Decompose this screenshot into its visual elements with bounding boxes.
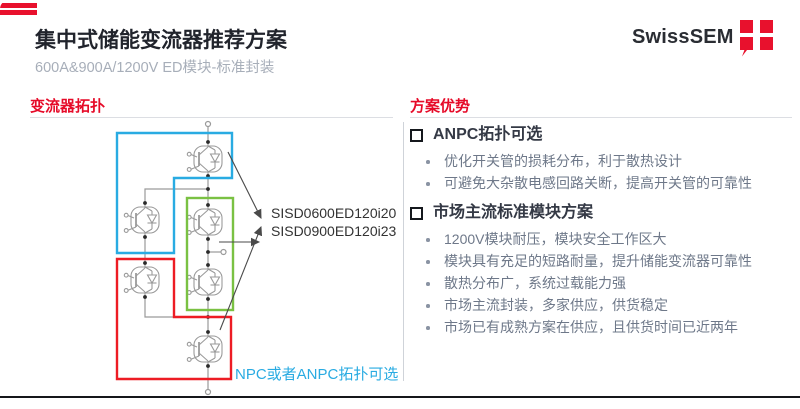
advantages-list: ANPC拓扑可选 优化开关管的损耗分布，利于散热设计 可避免大杂散电感回路关断，… [410, 122, 796, 338]
igbt-clamp-lower [123, 262, 160, 298]
square-bullet-icon [410, 128, 423, 142]
page-subtitle: 600A&900A/1200V ED模块-标准封装 [35, 60, 275, 76]
corner-flag-bar-bottom [0, 10, 37, 15]
swisssem-logo-text: SwissSEM [632, 26, 734, 48]
list-item: 散热分布广，系统过载能力强 [410, 272, 796, 294]
module-part-number-1: SISD0600ED120i20 [271, 205, 397, 221]
advantage-group-items: 优化开关管的损耗分布，利于散热设计 可避免大杂散电感回路关断，提高开关管的可靠性 [410, 150, 796, 194]
advantage-group-title: ANPC拓扑可选 [410, 124, 796, 146]
topology-note: NPC或者ANPC拓扑可选 [235, 366, 398, 383]
circuit-topology-diagram: SISD0600ED120i20 SISD0900ED120i23 NPC或者A… [80, 110, 400, 405]
red-group-outline [115, 257, 233, 381]
igbt-top [186, 141, 223, 177]
callout-arrows [219, 151, 263, 331]
advantages-heading-rule [410, 117, 792, 118]
advantages-section-heading: 方案优势 [410, 98, 471, 115]
list-item: 1200V模块耐压，模块安全工作区大 [410, 228, 796, 250]
advantage-group-items: 1200V模块耐压，模块安全工作区大 模块具有充足的短路耐量，提升储能变流器可靠… [410, 228, 796, 338]
advantage-group-title-text: ANPC拓扑可选 [433, 126, 543, 143]
swisssem-logo-icon [740, 20, 773, 62]
igbt-inner-upper [186, 204, 223, 240]
list-item: 市场主流封装，多家供应，供货稳定 [410, 294, 796, 316]
page-title: 集中式储能变流器推荐方案 [35, 29, 287, 52]
igbt-inner-lower [186, 264, 223, 300]
list-item: 可避免大杂散电感回路关断，提高开关管的可靠性 [410, 172, 796, 194]
section-vertical-divider [403, 122, 404, 381]
square-bullet-icon [410, 206, 423, 220]
igbt-clamp-upper [123, 202, 160, 238]
advantage-group-title-text: 市场主流标准模块方案 [433, 204, 594, 221]
green-group-outline [185, 196, 235, 312]
corner-flag-bar-top [0, 3, 37, 8]
module-part-number-2: SISD0900ED120i23 [271, 223, 397, 239]
advantage-group-title: 市场主流标准模块方案 [410, 202, 796, 224]
blue-group-outline [115, 131, 234, 255]
list-item: 模块具有充足的短路耐量，提升储能变流器可靠性 [410, 250, 796, 272]
igbt-bottom [186, 331, 223, 367]
topology-heading-rule [30, 117, 393, 118]
list-item: 优化开关管的损耗分布，利于散热设计 [410, 150, 796, 172]
circuit-terminals [204, 120, 227, 396]
topology-section-heading: 变流器拓扑 [30, 98, 106, 115]
slide-bottom-rule [0, 396, 800, 398]
list-item: 市场已有成熟方案在供应，且供货时间已近两年 [410, 316, 796, 338]
